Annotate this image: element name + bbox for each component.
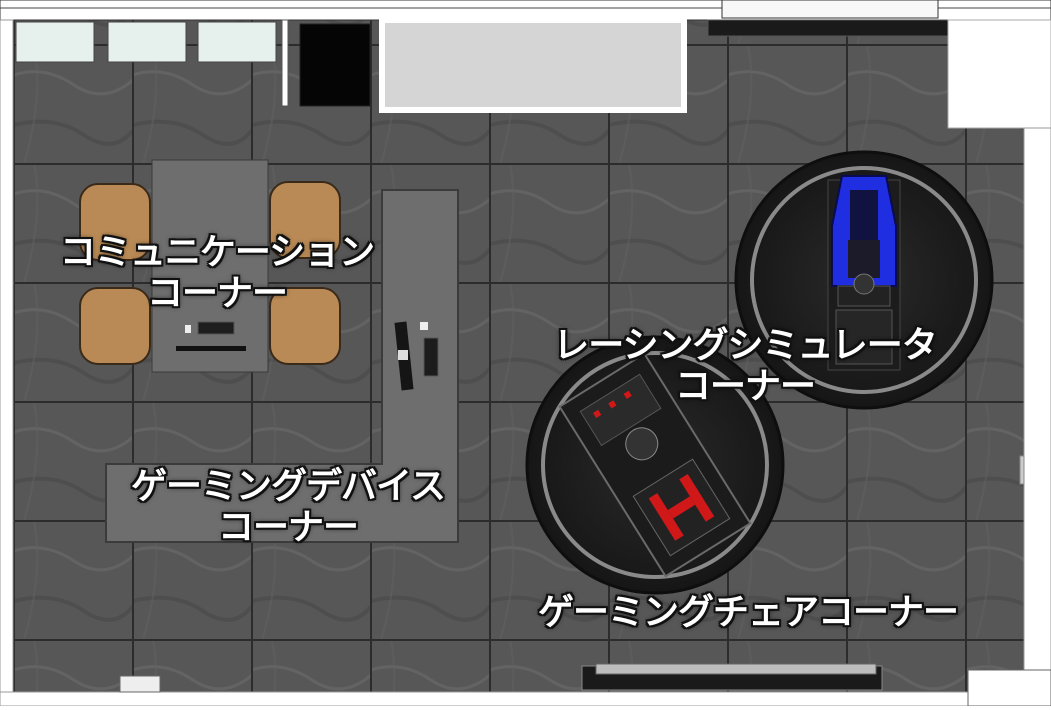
bottom-wall <box>0 691 1051 707</box>
racing-simulator <box>827 175 901 371</box>
door-white-left <box>281 19 289 107</box>
device-keyboard <box>423 337 439 377</box>
black-cabinet <box>299 23 371 107</box>
comm-monitor <box>176 346 246 351</box>
bottom-stand <box>119 675 161 693</box>
gaming-chair-rig <box>558 352 752 578</box>
zone-label-communication: コミュニケーション コーナー <box>59 232 375 315</box>
left-wall <box>0 19 14 707</box>
top-right-unit <box>707 19 949 37</box>
zone-label-racing: レーシングシミュレータ コーナー <box>553 325 938 408</box>
comm-table <box>151 159 269 373</box>
window-panels <box>15 21 277 63</box>
counter-grey <box>379 17 687 113</box>
zone-label-device: ゲーミングデバイス コーナー <box>131 466 446 549</box>
device-table <box>105 189 459 543</box>
lounge-chairs <box>79 181 341 365</box>
comm-keyboard <box>197 321 235 335</box>
zone-label-chair: ゲーミングチェアコーナー <box>537 592 959 633</box>
right-white-block <box>947 19 1051 129</box>
bottom-right-block <box>967 669 1051 707</box>
right-wall <box>1023 127 1051 689</box>
